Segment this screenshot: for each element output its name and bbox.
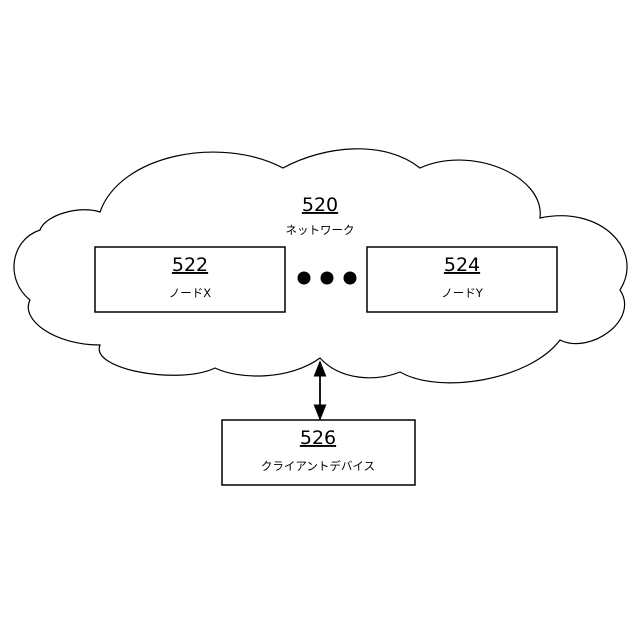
node-x-number: 522: [172, 254, 208, 276]
node-x-box: 522 ノードX: [95, 247, 285, 312]
ellipsis-dots: [298, 272, 357, 285]
node-y-label: ノードY: [441, 286, 483, 300]
ellipsis-dot: [344, 272, 357, 285]
ellipsis-dot: [298, 272, 311, 285]
node-y-number: 524: [444, 254, 480, 276]
network-label: ネットワーク: [286, 223, 355, 237]
client-device-box: 526 クライアントデバイス: [222, 420, 415, 485]
ellipsis-dot: [321, 272, 334, 285]
network-number: 520: [302, 194, 338, 216]
client-device-number: 526: [300, 427, 336, 449]
node-x-label: ノードX: [169, 286, 211, 300]
node-y-box: 524 ノードY: [367, 247, 557, 312]
client-device-label: クライアントデバイス: [261, 459, 375, 473]
